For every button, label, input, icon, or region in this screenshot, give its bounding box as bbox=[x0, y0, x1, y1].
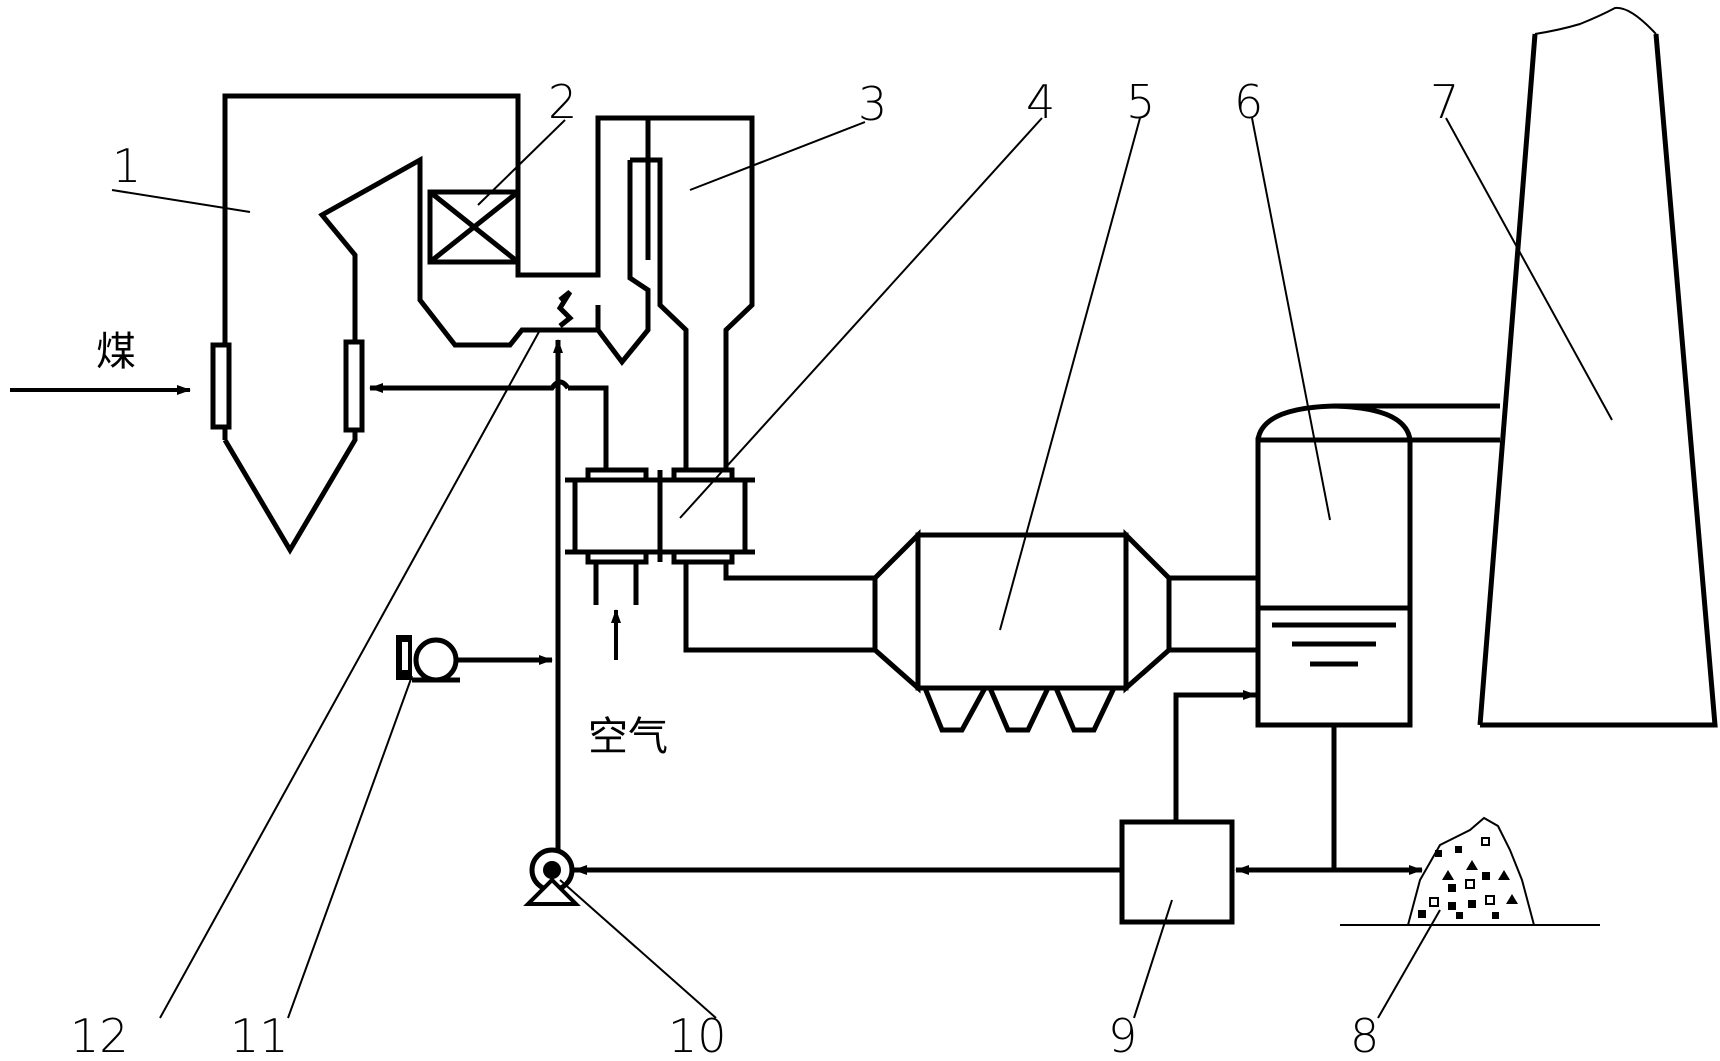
absorber-tower bbox=[1255, 403, 1413, 728]
scr-catalyst bbox=[427, 189, 521, 265]
burner-right bbox=[343, 339, 365, 433]
flue-to-stack bbox=[1334, 403, 1500, 443]
flue-to-esp bbox=[723, 562, 875, 581]
callout-11: 11 bbox=[230, 1009, 289, 1056]
hot-air-duct bbox=[568, 385, 609, 470]
flue-to-absorber bbox=[1169, 575, 1258, 653]
air-label: 空气 bbox=[588, 714, 668, 760]
leader-lines bbox=[111, 117, 1613, 1019]
callout-4: 4 bbox=[1026, 75, 1055, 129]
injector bbox=[556, 290, 574, 328]
callout-8: 8 bbox=[1350, 1009, 1379, 1056]
callout-2: 2 bbox=[548, 75, 577, 129]
callout-7: 7 bbox=[1430, 75, 1459, 129]
callout-9: 9 bbox=[1108, 1009, 1137, 1056]
slurry-tank bbox=[1119, 819, 1235, 925]
burner-left bbox=[210, 342, 232, 430]
coal-label: 煤 bbox=[96, 329, 136, 375]
air-preheater bbox=[565, 467, 755, 605]
gypsum-pile bbox=[1340, 816, 1600, 926]
esp bbox=[872, 528, 1172, 733]
callout-12: 12 bbox=[70, 1009, 129, 1056]
chimney bbox=[1477, 6, 1718, 728]
flue-duct bbox=[596, 115, 755, 470]
callout-1: 1 bbox=[112, 139, 141, 193]
callout-10: 10 bbox=[668, 1009, 727, 1056]
pump bbox=[523, 847, 581, 906]
blower bbox=[396, 635, 460, 683]
callout-5: 5 bbox=[1126, 75, 1155, 129]
recycle-line bbox=[1173, 690, 1257, 822]
callout-6: 6 bbox=[1234, 75, 1263, 129]
callout-3: 3 bbox=[858, 77, 887, 131]
